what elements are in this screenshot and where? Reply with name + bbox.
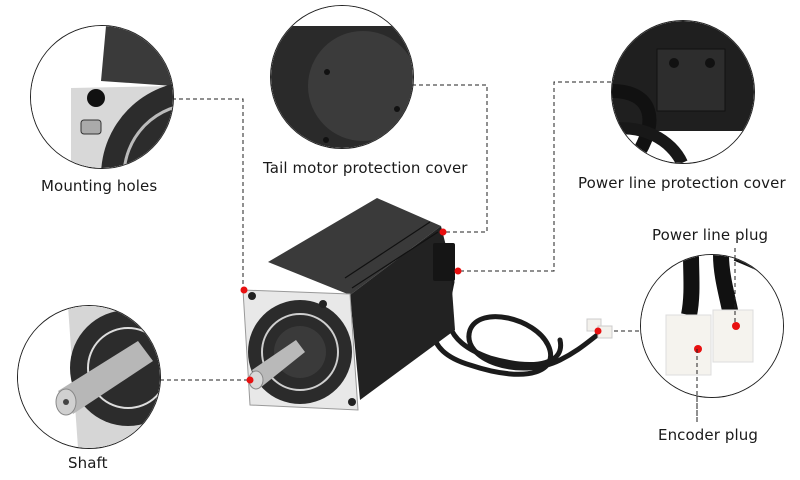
mounting-holes-callout [30, 25, 174, 169]
label-tail-motor-protection-cover: Tail motor protection cover [263, 159, 468, 177]
power-cover-callout [611, 20, 755, 164]
label-shaft: Shaft [68, 454, 108, 472]
label-power-line-protection-cover: Power line protection cover [578, 174, 786, 192]
shaft-callout [17, 305, 161, 449]
label-mounting-holes: Mounting holes [41, 177, 158, 195]
label-power-line-plug: Power line plug [652, 226, 769, 244]
label-encoder-plug: Encoder plug [658, 426, 759, 444]
plugs-callout [640, 254, 784, 398]
tail-cover-callout [270, 5, 414, 149]
